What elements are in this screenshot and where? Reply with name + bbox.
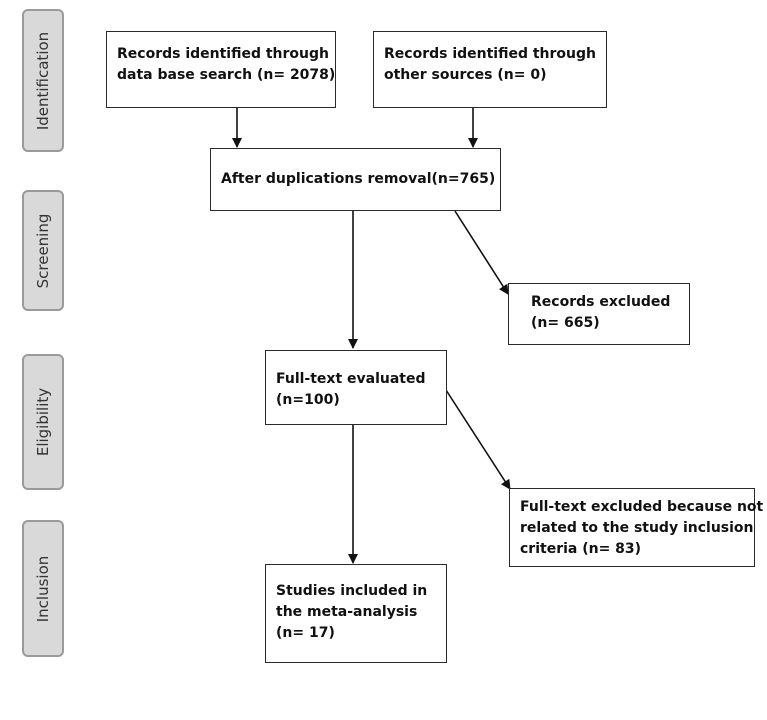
stage-eligibility: Eligibility — [22, 354, 64, 490]
box-fulltext-excluded-line3: criteria (n= 83) — [520, 541, 642, 557]
box-fulltext-evaluated-line1: Full-text evaluated — [276, 371, 426, 387]
box-after-duplicates-line1: After duplications removal(n=765) — [221, 171, 496, 187]
box-studies-included-line2: the meta-analysis — [276, 604, 418, 620]
box-fulltext-excluded-line1: Full-text excluded because not — [520, 499, 764, 515]
box-records-excluded-line1: Records excluded — [531, 294, 671, 310]
box-records-other-line2: other sources (n= 0) — [384, 67, 547, 83]
box-after-duplicates: After duplications removal(n=765) — [210, 148, 501, 211]
box-fulltext-excluded: Full-text excluded because not related t… — [509, 488, 764, 567]
box-studies-included-line3: (n= 17) — [276, 625, 335, 641]
arrow-fulltext-to-ftexcluded — [445, 389, 511, 490]
box-studies-included-line1: Studies included in — [276, 583, 428, 599]
box-records-excluded: Records excluded (n= 665) — [508, 283, 690, 345]
box-records-other-line1: Records identified through — [384, 46, 597, 62]
box-records-excluded-line2: (n= 665) — [531, 315, 600, 331]
box-fulltext-evaluated-line2: (n=100) — [276, 392, 340, 408]
box-records-other: Records identified through other sources… — [373, 31, 607, 108]
arrow-dedup-to-excluded — [454, 210, 509, 295]
box-fulltext-excluded-line2: related to the study inclusion — [520, 520, 754, 536]
box-records-database: Records identified through data base sea… — [106, 31, 336, 108]
box-records-database-line1: Records identified through — [117, 46, 330, 62]
stage-inclusion: Inclusion — [22, 520, 64, 657]
box-records-database-line2: data base search (n= 2078) — [117, 67, 336, 83]
stage-screening: Screening — [22, 190, 64, 311]
box-studies-included: Studies included in the meta-analysis (n… — [265, 564, 447, 663]
box-fulltext-evaluated: Full-text evaluated (n=100) — [265, 350, 447, 425]
stage-identification: Identification — [22, 9, 64, 152]
